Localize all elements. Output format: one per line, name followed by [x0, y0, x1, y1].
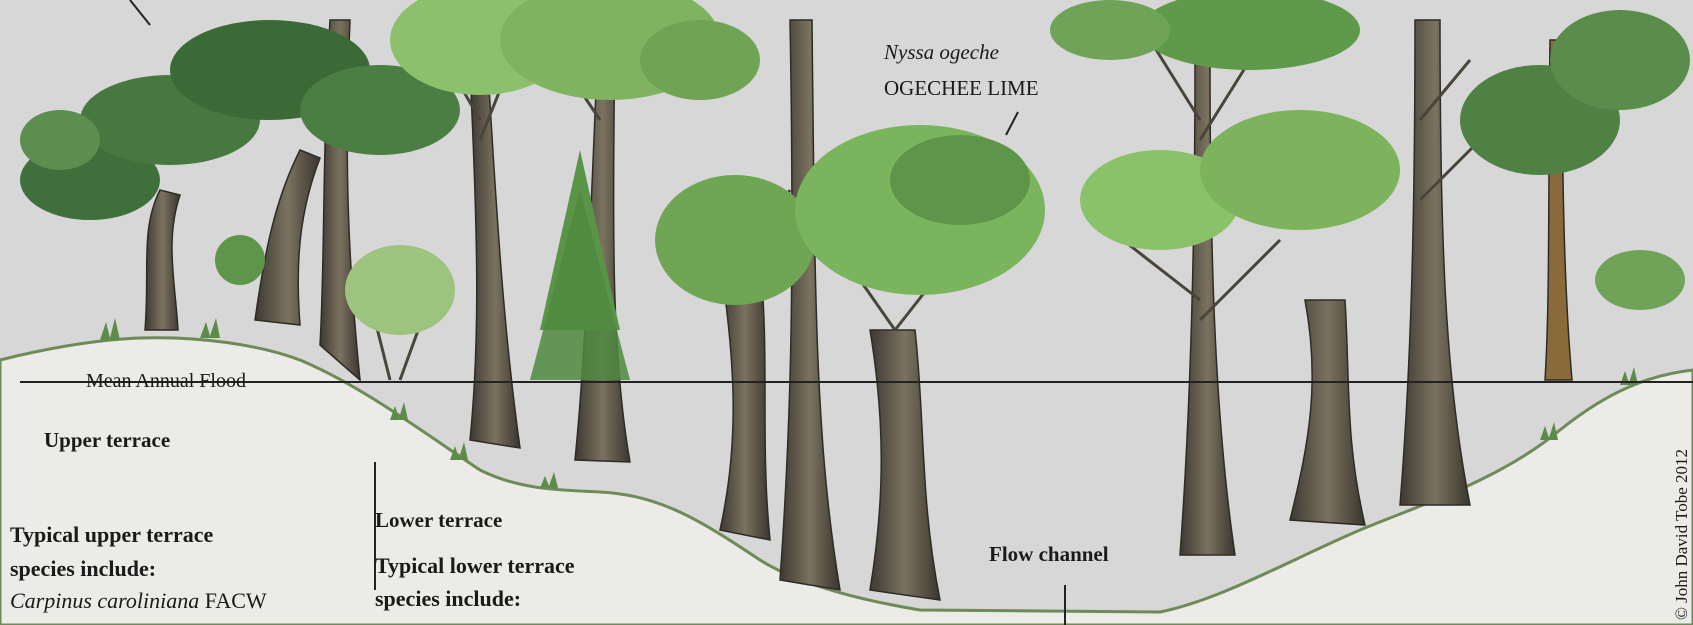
lower-terrace-label: Lower terrace — [375, 508, 503, 532]
upper-terrace-label: Upper terrace — [44, 428, 171, 452]
upper-species-item: Carpinus caroliniana FACW — [10, 588, 267, 614]
upper-species-item-status: FACW — [204, 588, 267, 613]
upper-species-heading-line1: Typical upper terrace — [10, 522, 214, 547]
topleft-pointer — [129, 0, 151, 26]
grass-tufts — [100, 318, 1638, 488]
lower-species-heading-line1: Typical lower terrace — [375, 553, 575, 578]
lower-species-heading-line2: species include: — [375, 586, 522, 611]
terrain — [0, 336, 1693, 625]
species-latin-name: Nyssa ogeche — [884, 40, 999, 64]
species-common-name: OGECHEE LIME — [884, 76, 1039, 100]
upper-species-heading-line2: species include: — [10, 556, 157, 581]
mean-annual-flood-label: Mean Annual Flood — [86, 370, 246, 392]
flow-channel-label: Flow channel — [989, 542, 1109, 566]
ogechee-pointer — [1005, 111, 1019, 136]
copyright-credit: © John David Tobe 2012 — [1672, 448, 1691, 620]
foliage — [20, 0, 1690, 380]
upper-species-item-name: Carpinus caroliniana — [10, 588, 200, 613]
